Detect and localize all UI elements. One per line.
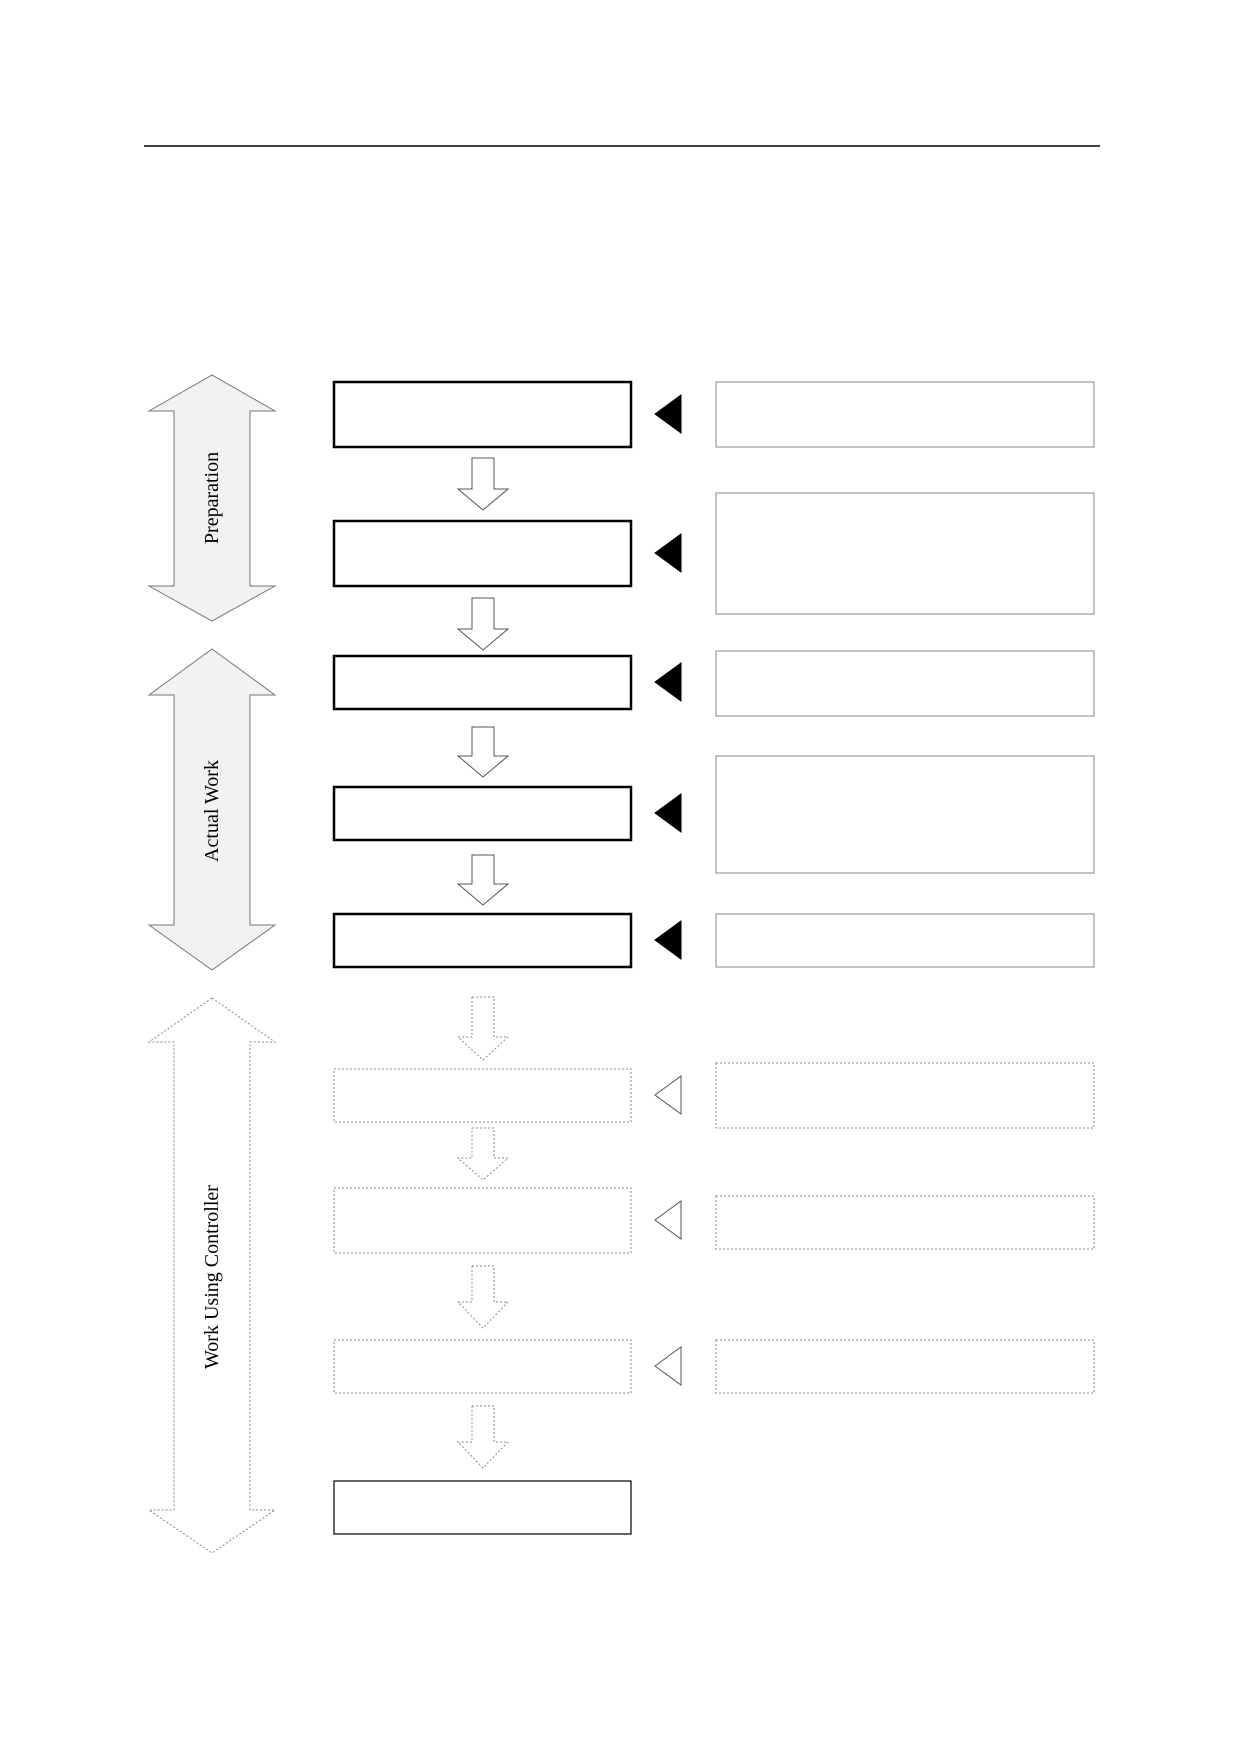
note-box bbox=[715, 381, 1095, 448]
phase-work-using-controller-arrow: Work Using Controller bbox=[147, 997, 277, 1554]
note-box bbox=[715, 1195, 1095, 1250]
step-box bbox=[332, 785, 633, 842]
note-box bbox=[715, 755, 1095, 874]
pointer-triangle bbox=[654, 793, 682, 833]
note-box bbox=[715, 1339, 1095, 1394]
flow-down-arrow bbox=[456, 597, 510, 651]
pointer-triangle bbox=[654, 662, 682, 702]
pointer-triangle bbox=[654, 1075, 682, 1115]
step-box bbox=[332, 654, 633, 711]
note-box bbox=[715, 492, 1095, 615]
step-box bbox=[332, 912, 633, 969]
flow-down-arrow bbox=[456, 1265, 510, 1329]
phase-work-using-controller-label: Work Using Controller bbox=[201, 1185, 223, 1369]
pointer-triangle bbox=[654, 1200, 682, 1240]
step-box bbox=[333, 1339, 632, 1394]
flow-down-arrow bbox=[456, 1127, 510, 1181]
step-box bbox=[333, 1187, 632, 1254]
flow-down-arrow bbox=[456, 457, 510, 511]
step-box bbox=[332, 519, 633, 588]
pointer-triangle bbox=[654, 533, 682, 573]
note-box bbox=[715, 650, 1095, 717]
step-box bbox=[333, 1068, 632, 1123]
phase-preparation-arrow: Preparation bbox=[147, 374, 277, 622]
pointer-triangle bbox=[654, 1346, 682, 1386]
step-box bbox=[333, 1480, 632, 1535]
flow-down-arrow bbox=[456, 996, 510, 1061]
note-box bbox=[715, 1062, 1095, 1129]
phase-actual-work-label: Actual Work bbox=[201, 760, 223, 862]
phase-preparation-label: Preparation bbox=[201, 452, 223, 544]
pointer-triangle bbox=[654, 394, 682, 434]
note-box bbox=[715, 913, 1095, 968]
flow-down-arrow bbox=[456, 1405, 510, 1469]
pointer-triangle bbox=[654, 920, 682, 960]
flow-down-arrow bbox=[456, 726, 510, 778]
flow-down-arrow bbox=[456, 854, 510, 906]
phase-actual-work-arrow: Actual Work bbox=[147, 648, 277, 971]
step-box bbox=[332, 380, 633, 449]
